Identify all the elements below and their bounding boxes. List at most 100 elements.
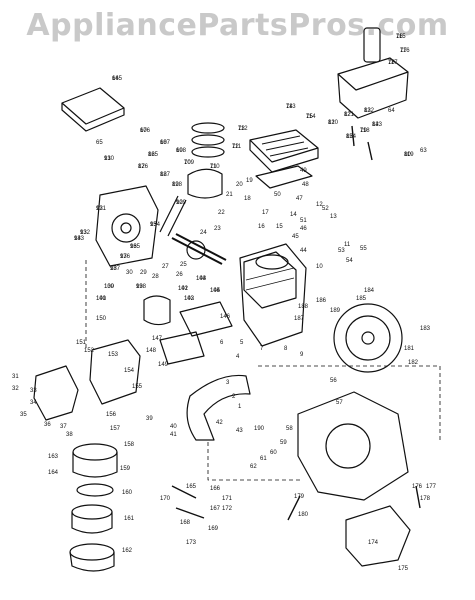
callout-label: 85 <box>346 134 353 140</box>
callout-label: 21 <box>226 192 233 198</box>
callout-label: 83 <box>364 108 371 114</box>
callout-label: 145 <box>112 76 123 82</box>
callout-label: 114 <box>306 114 316 120</box>
callout-label: 108 <box>176 148 187 154</box>
callout-label: 180 <box>298 512 309 518</box>
callout-label: 121 <box>344 112 355 118</box>
callout-label: 82 <box>344 112 351 118</box>
callout-label: 157 <box>110 426 121 432</box>
callout-label: 111 <box>232 144 242 150</box>
callout-label: 152 <box>84 348 95 354</box>
callout-label: 74 <box>286 104 293 110</box>
cylinder <box>243 251 297 309</box>
callout-label: 77 <box>400 48 407 54</box>
gasket <box>76 483 114 497</box>
callout-label: 97 <box>120 254 127 260</box>
callout-label: 30 <box>126 270 133 276</box>
callout-label: 13 <box>330 214 337 220</box>
connecting-rod <box>159 195 187 237</box>
callout-label: 136 <box>120 254 131 260</box>
callout-label: 172 <box>222 506 233 512</box>
callout-label: 175 <box>398 566 409 572</box>
callout-label: 107 <box>160 140 171 146</box>
callout-label: 123 <box>372 122 383 128</box>
callout-label: 39 <box>146 416 153 422</box>
callout-label: 17 <box>262 210 269 216</box>
callout-label: 174 <box>368 540 379 546</box>
callout-label: 18 <box>244 196 251 202</box>
callout-label: 44 <box>300 248 307 254</box>
muffler-pipe <box>363 27 381 63</box>
coil <box>143 295 171 326</box>
piston-ring-2 <box>191 134 225 146</box>
callout-label: 7 <box>260 346 264 352</box>
callout-label: 14 <box>290 212 297 218</box>
callout-label: 90 <box>176 200 183 206</box>
callout-label: 150 <box>96 316 107 322</box>
callout-label: 133 <box>74 236 85 242</box>
callout-label: 42 <box>216 420 223 426</box>
callout-label: 84 <box>372 122 379 128</box>
callout-label: 32 <box>12 386 19 392</box>
callout-label: 127 <box>160 172 171 178</box>
callout-label: 151 <box>76 340 87 346</box>
callout-label: 22 <box>218 210 225 216</box>
callout-label: 120 <box>328 120 339 126</box>
callout-label: 156 <box>106 412 117 418</box>
callout-label: 50 <box>274 192 281 198</box>
callout-label: 72 <box>232 144 239 150</box>
crankcase-cover <box>95 185 159 267</box>
callout-label: 163 <box>48 454 59 460</box>
callout-label: 190 <box>254 426 265 432</box>
callout-label: 23 <box>214 226 221 232</box>
crankshaft <box>171 233 227 265</box>
callout-label: 128 <box>172 182 183 188</box>
callout-label: 177 <box>426 484 437 490</box>
callout-label: 101 <box>96 296 107 302</box>
callout-label: 52 <box>322 206 329 212</box>
callout-label: 27 <box>162 264 169 270</box>
callout-label: 186 <box>316 298 327 304</box>
float-bowl <box>72 443 118 461</box>
callout-label: 116 <box>400 48 410 54</box>
callout-label: 148 <box>146 348 157 354</box>
callout-label: 35 <box>20 412 27 418</box>
callout-label: 140 <box>96 296 107 302</box>
callout-label: 31 <box>12 374 19 380</box>
callout-label: 37 <box>60 424 67 430</box>
flywheel <box>333 303 403 373</box>
callout-label: 70 <box>184 160 191 166</box>
callout-label: 8 <box>284 346 288 352</box>
callout-label: 47 <box>296 196 303 202</box>
callout-label: 126 <box>138 164 149 170</box>
callout-label: 184 <box>364 288 375 294</box>
callout-label: 141 <box>178 286 189 292</box>
callout-label: 119 <box>404 152 414 158</box>
callout-label: 69 <box>176 148 183 154</box>
callout-label: 56 <box>330 378 337 384</box>
callout-label: 131 <box>96 206 107 212</box>
callout-label: 11 <box>344 242 351 248</box>
callout-label: 1 <box>238 404 242 410</box>
callout-label: 109 <box>184 160 195 166</box>
callout-label: 143 <box>196 276 207 282</box>
callout-label: 51 <box>300 218 307 224</box>
callout-label: 40 <box>170 424 177 430</box>
callout-label: 33 <box>30 388 37 394</box>
callout-label: 10 <box>316 264 323 270</box>
callout-label: 112 <box>238 126 248 132</box>
callout-label: 34 <box>30 400 37 406</box>
callout-label: 147 <box>152 336 163 342</box>
callout-label: 81 <box>328 120 335 126</box>
callout-label: 153 <box>108 352 119 358</box>
callout-label: 100 <box>104 284 115 290</box>
callout-label: 102 <box>178 286 189 292</box>
callout-label: 46 <box>300 226 307 232</box>
callout-label: 144 <box>210 288 221 294</box>
callout-label: 98 <box>110 266 117 272</box>
callout-label: 4 <box>236 354 240 360</box>
callout-label: 16 <box>258 224 265 230</box>
callout-label: 60 <box>270 450 277 456</box>
callout-label: 160 <box>122 490 133 496</box>
callout-label: 26 <box>176 272 183 278</box>
